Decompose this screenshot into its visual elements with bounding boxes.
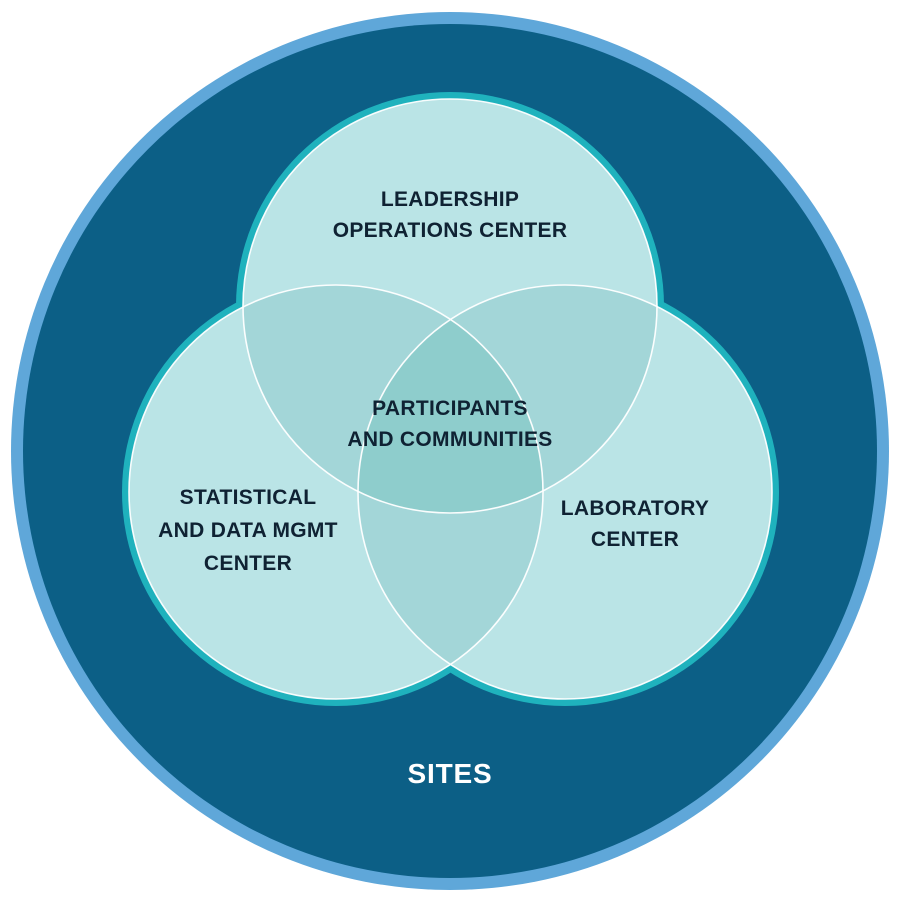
outline-right <box>357 284 773 700</box>
statistical-label-line-2: AND DATA MGMT <box>158 519 338 542</box>
circle-outlines <box>128 98 773 700</box>
laboratory-label-line-1: LABORATORY <box>560 497 710 520</box>
center-overlap-fill <box>358 285 543 513</box>
center-overlap <box>358 285 543 513</box>
statistical-label: STATISTICAL AND DATA MGMT CENTER <box>120 481 376 580</box>
leadership-label: LEADERSHIP OPERATIONS CENTER <box>290 184 610 246</box>
participants-label-line-2: AND COMMUNITIES <box>347 428 553 451</box>
outline-left <box>128 284 544 700</box>
laboratory-label-line-2: CENTER <box>590 528 680 551</box>
statistical-label-line-3: CENTER <box>203 552 293 575</box>
participants-label-line-1: PARTICIPANTS <box>372 397 528 420</box>
sites-label: SITES <box>407 758 493 789</box>
laboratory-label: LABORATORY CENTER <box>520 493 750 555</box>
leadership-label-line-1: LEADERSHIP <box>380 188 520 211</box>
statistical-label-line-1: STATISTICAL <box>179 486 317 509</box>
participants-label: PARTICIPANTS AND COMMUNITIES <box>300 393 600 455</box>
leadership-label-line-2: OPERATIONS CENTER <box>332 219 568 242</box>
